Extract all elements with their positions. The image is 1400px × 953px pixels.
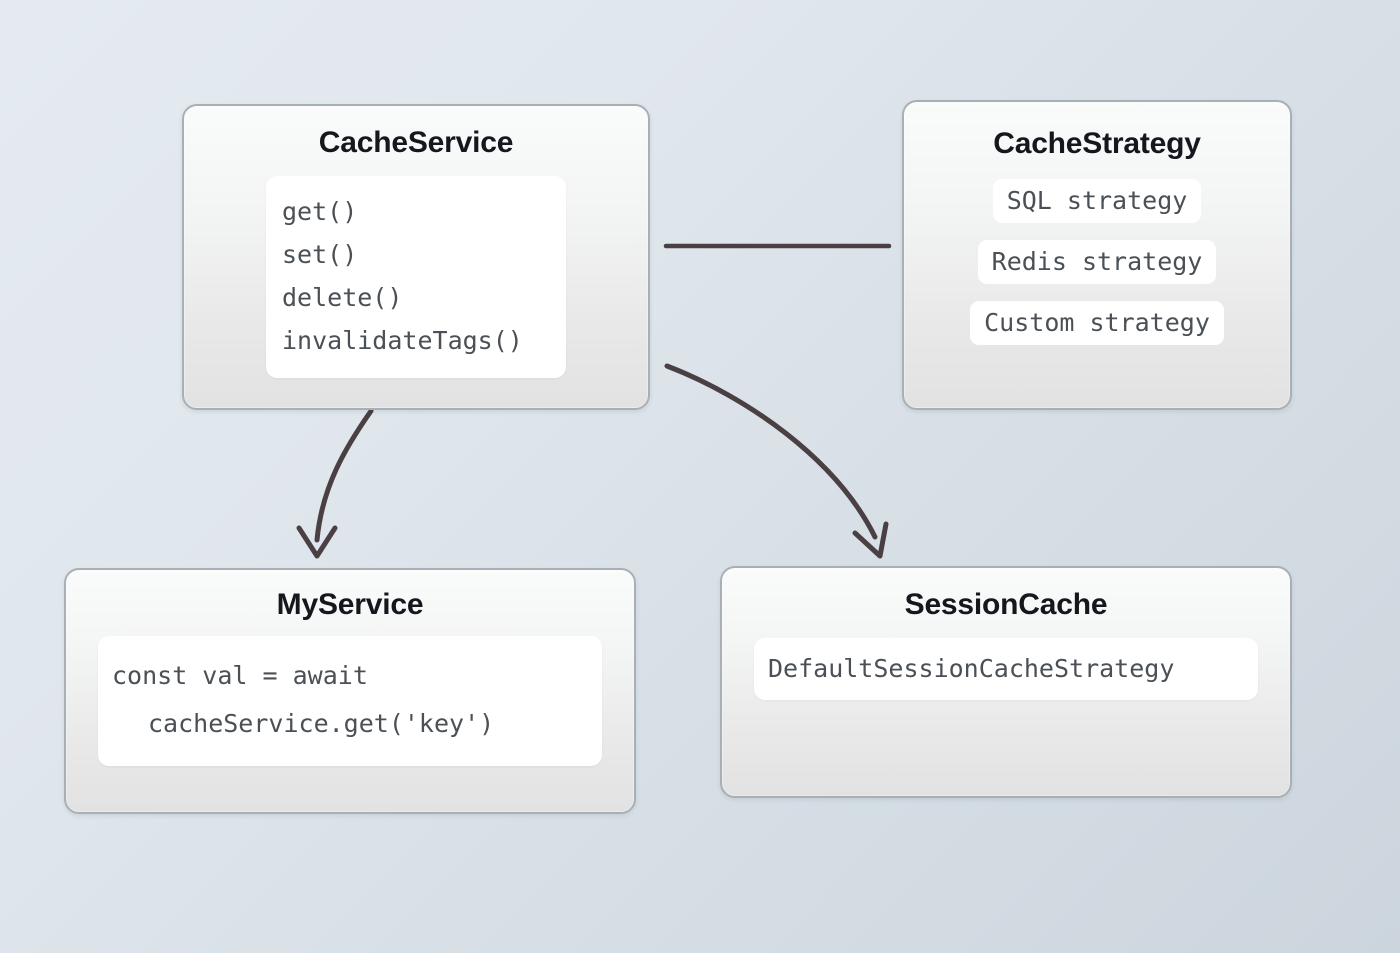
edge-cache-service-to-session-cache bbox=[664, 363, 878, 540]
code-line: DefaultSessionCacheStrategy bbox=[768, 654, 1175, 683]
arrowhead-my-service bbox=[296, 525, 338, 559]
strategy-chip: Custom strategy bbox=[970, 301, 1224, 345]
code-line: cacheService.get('key') bbox=[148, 709, 495, 738]
my-service-code-snippet: const val = await cacheService.get('key'… bbox=[98, 636, 602, 766]
node-my-service-title: MyService bbox=[276, 588, 424, 621]
cache-service-method-list: get() set() delete() invalidateTags() bbox=[266, 176, 566, 378]
edge-cache-service-to-my-service bbox=[314, 408, 374, 543]
strategy-chip: SQL strategy bbox=[992, 179, 1202, 223]
method-item: get() bbox=[282, 197, 358, 226]
method-item: delete() bbox=[282, 283, 403, 312]
arrowhead-session-cache bbox=[852, 521, 889, 559]
strategy-chip: Redis strategy bbox=[977, 240, 1217, 284]
node-cache-service-title: CacheService bbox=[318, 126, 514, 159]
node-my-service[interactable]: MyService const val = await cacheService… bbox=[64, 568, 636, 814]
method-item: set() bbox=[282, 240, 358, 269]
node-session-cache-title: SessionCache bbox=[904, 588, 1108, 621]
node-cache-strategy-title: CacheStrategy bbox=[993, 127, 1201, 160]
node-cache-service[interactable]: CacheService get() set() delete() invali… bbox=[182, 104, 650, 410]
session-cache-strategy-block: DefaultSessionCacheStrategy bbox=[754, 638, 1258, 700]
node-session-cache[interactable]: SessionCache DefaultSessionCacheStrategy bbox=[720, 566, 1292, 798]
code-line: const val = await bbox=[112, 661, 368, 690]
cache-strategy-chip-list: SQL strategy Redis strategy Custom strat… bbox=[970, 179, 1224, 345]
node-cache-strategy[interactable]: CacheStrategy SQL strategy Redis strateg… bbox=[902, 100, 1292, 410]
method-item: invalidateTags() bbox=[282, 326, 523, 355]
